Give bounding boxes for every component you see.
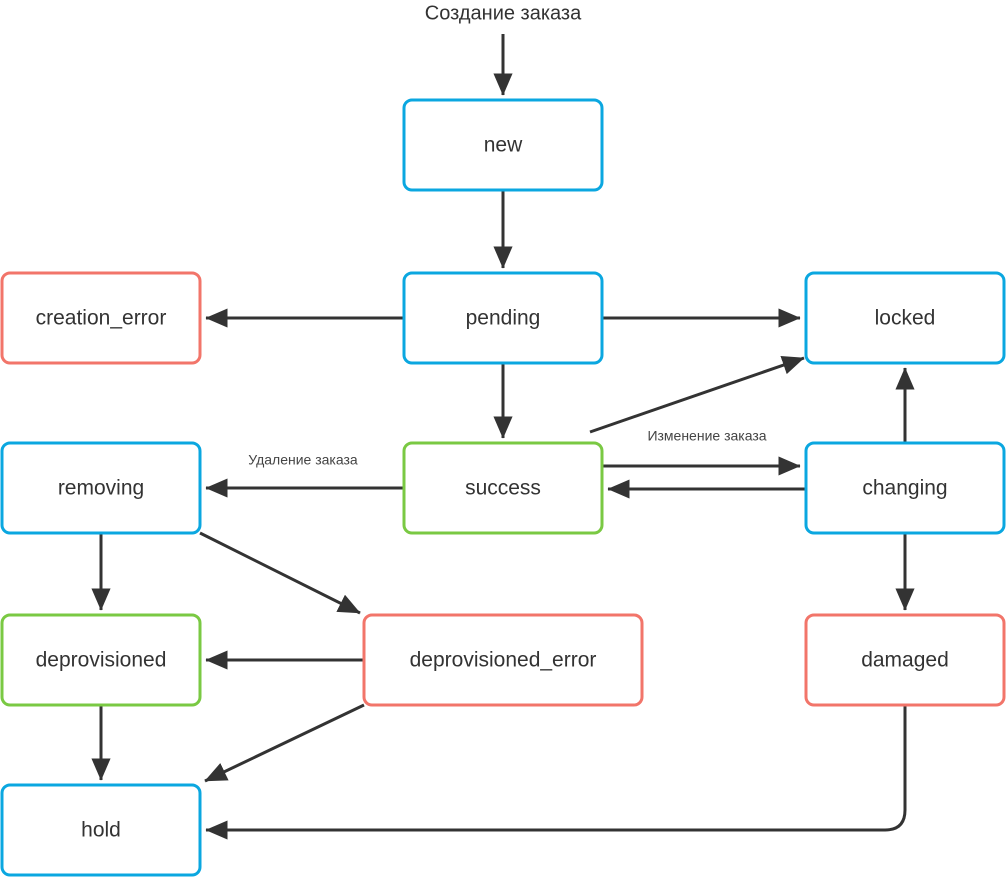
- node-label-success: success: [465, 477, 541, 500]
- node-hold[interactable]: hold: [0, 783, 202, 877]
- node-success[interactable]: success: [402, 441, 604, 535]
- node-deprovisioned[interactable]: deprovisioned: [0, 613, 202, 707]
- node-new[interactable]: new: [402, 98, 604, 192]
- node-removing[interactable]: removing: [0, 441, 202, 535]
- node-label-locked: locked: [875, 307, 936, 330]
- node-deprovisioned_error[interactable]: deprovisioned_error: [362, 613, 644, 707]
- node-box-damaged: [804, 613, 1006, 707]
- node-changing[interactable]: changing: [804, 441, 1006, 535]
- node-label-deprovisioned_error: deprovisioned_error: [410, 649, 597, 672]
- edge-success-locked: [589, 355, 805, 434]
- node-box-creation_error: [0, 271, 202, 365]
- node-label-damaged: damaged: [861, 649, 949, 672]
- node-box-hold: [0, 783, 202, 877]
- node-box-success: [402, 441, 604, 535]
- edge-damaged-hold: [205, 705, 907, 840]
- diagram-title: Создание заказа: [425, 2, 582, 24]
- node-label-hold: hold: [81, 819, 121, 842]
- edge-label-success-removing: Удаление заказа: [248, 452, 358, 468]
- node-label-changing: changing: [862, 477, 947, 500]
- edge-deprov_error-hold: [204, 703, 365, 783]
- node-pending[interactable]: pending: [402, 271, 604, 365]
- node-label-pending: pending: [466, 307, 541, 330]
- edge-label-success-locked: Изменение заказа: [647, 428, 766, 444]
- node-box-pending: [402, 271, 604, 365]
- node-box-removing: [0, 441, 202, 535]
- node-creation_error[interactable]: creation_error: [0, 271, 202, 365]
- edge-removing-deprov_error: [199, 531, 361, 615]
- node-box-new: [402, 98, 604, 192]
- node-label-new: new: [484, 134, 523, 157]
- node-label-removing: removing: [58, 477, 144, 500]
- node-box-deprovisioned: [0, 613, 202, 707]
- edges-layer: [91, 34, 915, 840]
- node-box-changing: [804, 441, 1006, 535]
- nodes-layer: new creation_error pending locked removing su…: [0, 98, 1006, 877]
- node-label-creation_error: creation_error: [36, 307, 167, 330]
- node-locked[interactable]: locked: [804, 271, 1006, 365]
- node-damaged[interactable]: damaged: [804, 613, 1006, 707]
- node-box-locked: [804, 271, 1006, 365]
- node-label-deprovisioned: deprovisioned: [36, 649, 167, 672]
- node-box-deprovisioned_error: [362, 613, 644, 707]
